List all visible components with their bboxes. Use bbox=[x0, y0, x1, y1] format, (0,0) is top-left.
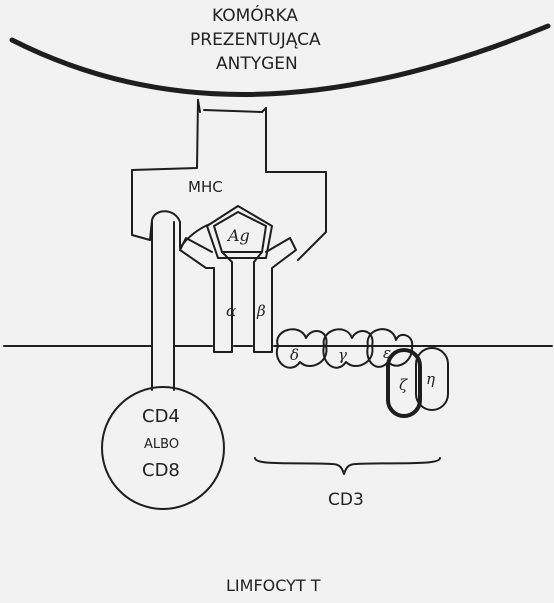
cd3-brace bbox=[255, 458, 440, 474]
tcr-alpha-chain bbox=[180, 238, 232, 352]
cd3-delta-shape bbox=[277, 329, 327, 367]
tcell-label: LIMFOCYT T bbox=[226, 578, 321, 594]
apc-label-line2: PREZENTUJĄCA bbox=[190, 32, 321, 49]
cd3-zeta-label: ζ bbox=[399, 378, 407, 393]
coreceptor-stem bbox=[152, 222, 174, 390]
apc-label-line3: ANTYGEN bbox=[216, 56, 298, 73]
coreceptor-label-line3: CD8 bbox=[142, 462, 180, 480]
apc-label-line1: KOMÓRKA bbox=[212, 8, 298, 25]
cd3-epsilon-label: ε bbox=[383, 346, 391, 361]
cd3-label: CD3 bbox=[328, 492, 364, 509]
tcr-beta-label: β bbox=[257, 304, 266, 319]
coreceptor-label-line1: CD4 bbox=[142, 408, 180, 426]
antigen-label: Ag bbox=[228, 228, 250, 244]
mhc-label: MHC bbox=[188, 180, 223, 195]
cd3-gamma-label: γ bbox=[338, 348, 347, 363]
coreceptor-label-line2: ALBO bbox=[144, 438, 179, 451]
cd3-complex bbox=[277, 329, 448, 416]
tcr-beta-chain bbox=[254, 238, 296, 352]
cd3-delta-label: δ bbox=[290, 348, 299, 363]
cd3-gamma-shape bbox=[323, 329, 372, 367]
tcr-alpha-label: α bbox=[226, 304, 236, 319]
cd3-eta-label: η bbox=[426, 372, 435, 387]
